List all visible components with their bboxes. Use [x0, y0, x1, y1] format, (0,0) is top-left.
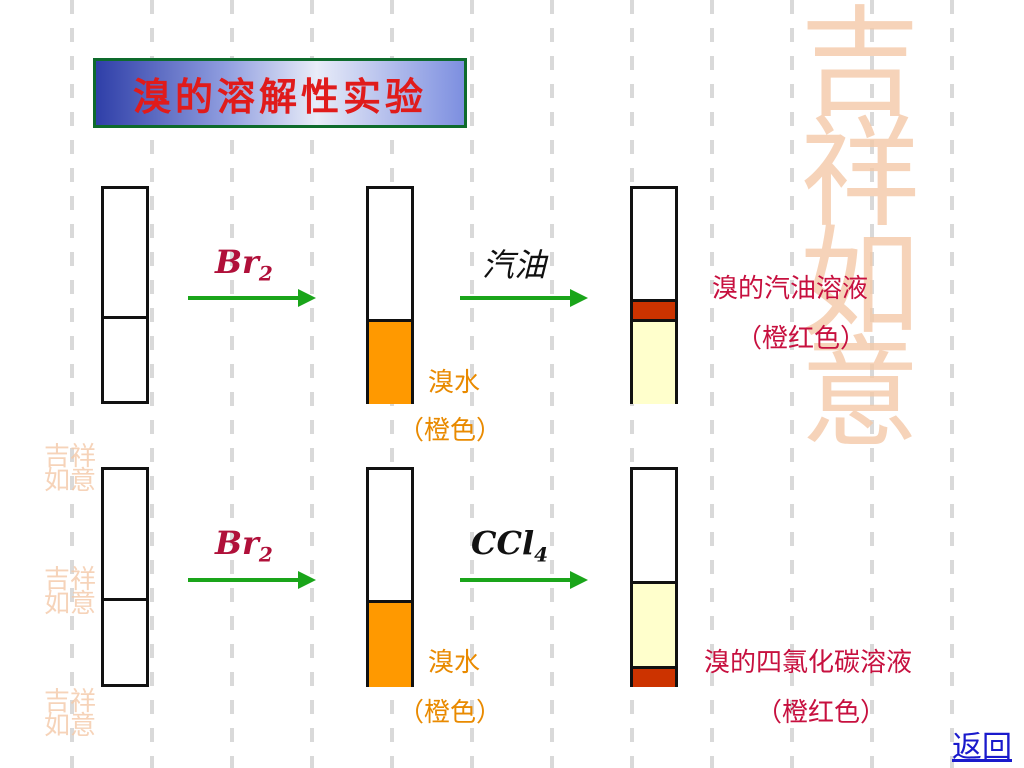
reagent-ccl4: CCl4 — [471, 524, 548, 566]
result-label-ccl4: 溴的四氯化碳溶液 — [704, 648, 913, 678]
test-tube-gasoline-result — [630, 186, 678, 404]
reagent-main: CCl — [471, 524, 535, 562]
reagent-br2-2: Br2 — [215, 524, 273, 566]
reagent-main: Br — [215, 243, 259, 281]
bromine-water-layer — [369, 600, 411, 687]
pale-bottom-layer — [633, 319, 675, 404]
bromine-water-label-1: 溴水 — [428, 368, 481, 398]
tube-layer-divider — [104, 598, 146, 601]
bromine-water-label-2: 溴水 — [428, 648, 481, 678]
result-color-ccl4: （橙红色） — [756, 698, 887, 728]
reagent-subscript: 2 — [258, 261, 273, 286]
arrow-1b — [460, 289, 588, 307]
watermark-logo-top-right: 吉祥如意 — [800, 0, 920, 464]
reagent-br2-1: Br2 — [215, 243, 273, 285]
bromine-water-color-2: （橙色） — [398, 698, 503, 728]
orange-red-top-layer — [633, 299, 675, 319]
reagent-gasoline: 汽油 — [482, 240, 546, 286]
test-tube-empty-2 — [101, 467, 149, 687]
reagent-main: Br — [215, 524, 259, 562]
test-tube-ccl4-result — [630, 467, 678, 687]
bromine-water-layer — [369, 319, 411, 404]
reagent-subscript: 4 — [534, 542, 549, 567]
arrow-2a — [188, 571, 316, 589]
watermark-logo-left-1: 吉祥如意 — [44, 442, 97, 496]
tube-layer-divider — [104, 316, 146, 319]
orange-red-bottom-layer — [633, 666, 675, 687]
pale-top-layer — [633, 581, 675, 668]
reagent-subscript: 2 — [258, 542, 273, 567]
title-box: 溴的溶解性实验 — [93, 58, 467, 128]
arrow-2b — [460, 571, 588, 589]
bromine-water-color-1: （橙色） — [398, 416, 503, 446]
test-tube-empty-1 — [101, 186, 149, 404]
result-label-gasoline: 溴的汽油溶液 — [712, 274, 869, 304]
watermark-logo-left-2: 吉祥如意 — [44, 565, 97, 619]
arrow-1a — [188, 289, 316, 307]
page-title: 溴的溶解性实验 — [132, 73, 427, 119]
result-color-gasoline: （橙红色） — [736, 324, 867, 354]
back-link[interactable]: 返回 — [952, 730, 1012, 765]
test-tube-bromine-water-2 — [366, 467, 414, 687]
watermark-logo-left-3: 吉祥如意 — [44, 687, 97, 741]
reagent-main: 汽油 — [482, 246, 547, 284]
test-tube-bromine-water-1 — [366, 186, 414, 404]
